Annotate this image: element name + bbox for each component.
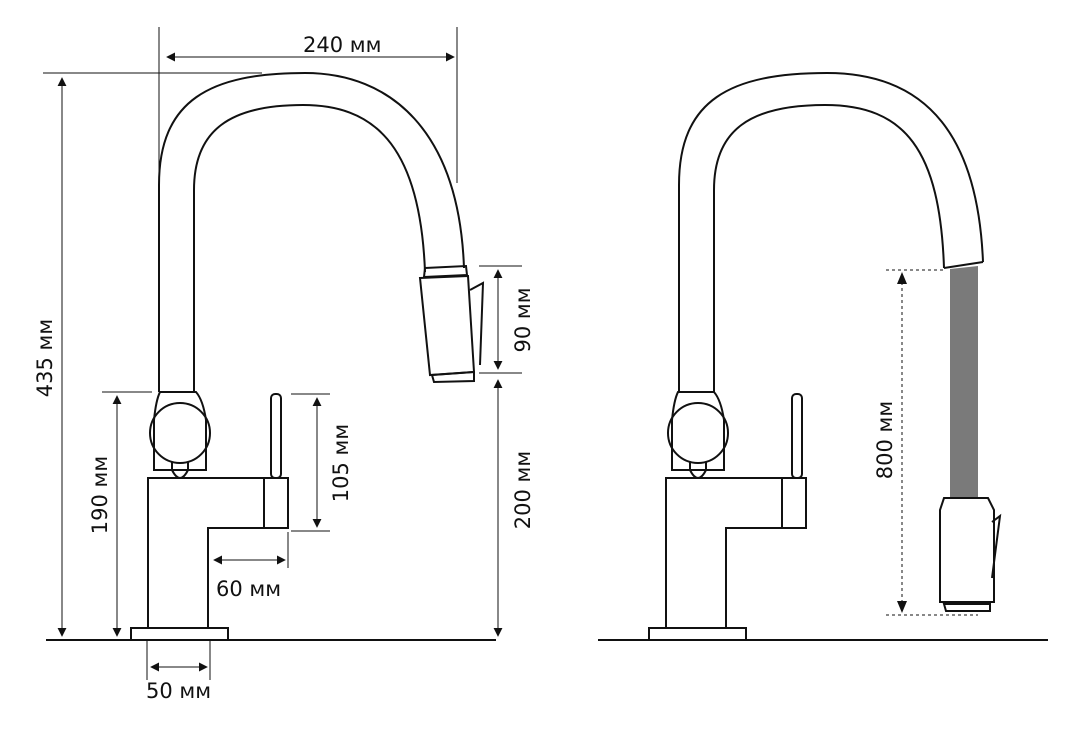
- label-spout-reach: 240 мм: [303, 33, 381, 57]
- left-base-plate: [130, 627, 229, 641]
- right-lever: [791, 393, 803, 479]
- left-spray-head: [418, 274, 476, 377]
- label-outlet-height: 200 мм: [511, 451, 535, 529]
- right-spout-inner: [713, 103, 945, 392]
- pulled-out-hose: [950, 266, 978, 498]
- left-dimension-arrows: [57, 52, 503, 672]
- left-spout-outer: [158, 71, 465, 392]
- left-mixer-knob: [149, 402, 211, 464]
- right-spout-outer: [678, 71, 984, 392]
- right-mixer-knob: [667, 402, 729, 464]
- label-base-width: 50 мм: [146, 679, 211, 703]
- left-faucet: [46, 71, 496, 641]
- label-body-height: 190 мм: [88, 456, 112, 534]
- right-base-plate: [648, 627, 747, 641]
- right-dimension: [886, 269, 978, 616]
- right-spray-head: [939, 497, 995, 603]
- left-body: [147, 477, 289, 628]
- label-lever-height: 105 мм: [329, 424, 353, 502]
- left-lever: [270, 393, 282, 479]
- label-head-length: 90 мм: [511, 287, 535, 352]
- label-total-height: 435 мм: [33, 319, 57, 397]
- left-extension-lines: [43, 27, 522, 680]
- left-spout-inner: [193, 103, 426, 392]
- right-body: [665, 477, 807, 628]
- right-faucet: [598, 71, 1048, 641]
- label-outlet-depth: 60 мм: [216, 577, 281, 601]
- label-hose-extension: 800 мм: [873, 401, 897, 479]
